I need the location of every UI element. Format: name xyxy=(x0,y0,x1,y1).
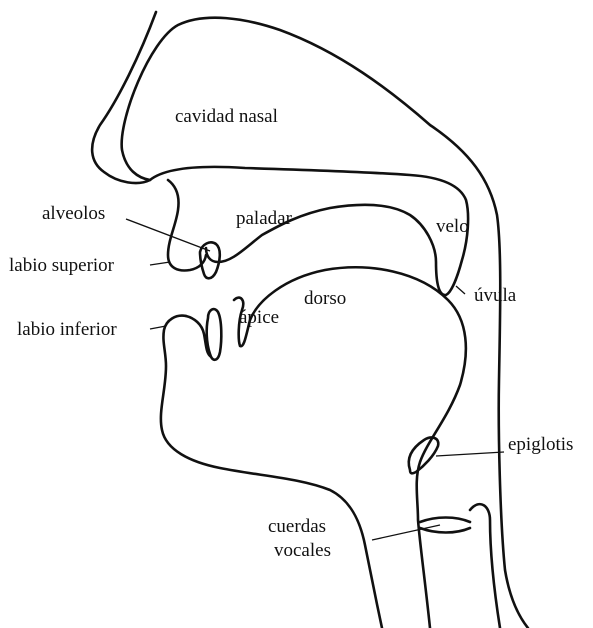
label-cuerdas: cuerdas xyxy=(268,516,326,537)
trachea-back-outline xyxy=(470,504,500,628)
label-vocales: vocales xyxy=(274,540,331,561)
label-alveolos: alveolos xyxy=(42,203,105,224)
label-apice: ápice xyxy=(239,307,279,328)
vocal-cords-upper-outline xyxy=(420,518,470,523)
label-uvula: úvula xyxy=(474,285,517,306)
uvula-leader xyxy=(456,286,465,294)
label-dorso: dorso xyxy=(304,288,346,309)
label-velo: velo xyxy=(436,216,469,237)
vocal-cords-lower-outline xyxy=(420,528,470,533)
label-paladar: paladar xyxy=(236,208,293,229)
palate-velum-outline xyxy=(150,167,468,295)
epiglotis-leader xyxy=(436,452,504,456)
labio-superior-leader xyxy=(150,262,170,265)
lower-lip-chin-outline xyxy=(161,316,382,628)
label-epiglotis: epiglotis xyxy=(508,434,573,455)
label-labio-superior: labio superior xyxy=(9,255,115,276)
cuerdas-vocales-leader xyxy=(372,525,440,540)
label-cavidad-nasal: cavidad nasal xyxy=(175,106,278,127)
label-labio-inferior: labio inferior xyxy=(17,319,117,340)
